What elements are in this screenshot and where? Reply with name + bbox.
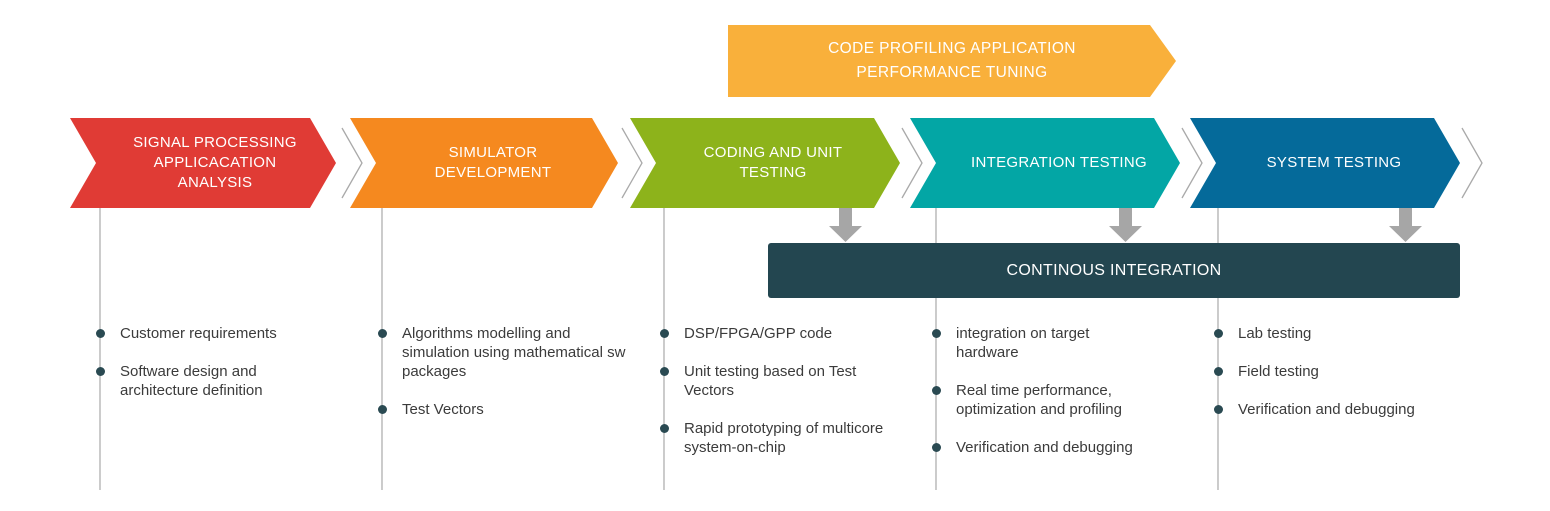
stage-4-list: integration on target hardware Real time… [932, 324, 1182, 476]
stage-1-line-3: ANALYSIS [177, 174, 253, 191]
separator-chevron-2 [621, 127, 643, 199]
list-item-text: Field testing [1238, 363, 1319, 380]
bullet-dot [660, 367, 669, 376]
list-item-text: Verification and debugging [1238, 401, 1415, 418]
bullet-dot [96, 367, 105, 376]
down-arrow-2 [1109, 208, 1142, 242]
list-item-text: Unit testing based on Test Vectors [684, 363, 857, 399]
list-item: Rapid prototyping of multicore system-on… [660, 419, 906, 457]
stage-2-label: SIMULATOR DEVELOPMENT [378, 118, 608, 208]
list-item: integration on target hardware [932, 324, 1152, 362]
list-item-text: Lab testing [1238, 325, 1312, 342]
list-item: Real time performance, optimization and … [932, 381, 1178, 419]
list-item: Customer requirements [96, 324, 346, 343]
banner-line-1: CODE PROFILING APPLICATION [828, 40, 1076, 57]
separator-chevron-1 [341, 127, 363, 199]
stage-2-line-2: DEVELOPMENT [434, 164, 552, 181]
list-item-text: Rapid prototyping of multicore system-on… [684, 420, 884, 456]
list-item: Unit testing based on Test Vectors [660, 362, 906, 400]
bullet-dot [378, 405, 387, 414]
stage-1-list: Customer requirements Software design an… [96, 324, 346, 419]
bullet-dot [378, 329, 387, 338]
bullet-dot [932, 443, 941, 452]
stage-4-label: INTEGRATION TESTING [940, 118, 1178, 208]
bullet-dot [932, 386, 941, 395]
stage-4-shape [910, 118, 1180, 208]
stage-3-line-2: TESTING [739, 164, 807, 181]
list-item: DSP/FPGA/GPP code [660, 324, 910, 343]
stage-2-line-1: SIMULATOR [448, 144, 538, 161]
list-item-text: integration on target hardware [956, 325, 1090, 361]
stage-1-shape [70, 118, 336, 208]
list-item: Verification and debugging [932, 438, 1136, 457]
banner-label: CODE PROFILING APPLICATION PERFORMANCE T… [728, 25, 1176, 97]
stage-3-list: DSP/FPGA/GPP code Unit testing based on … [660, 324, 910, 476]
list-item-text: Software design and architecture definit… [120, 363, 263, 399]
list-item: Software design and architecture definit… [96, 362, 316, 400]
list-item-text: Test Vectors [402, 401, 484, 418]
list-item: Field testing [1214, 362, 1474, 381]
stage-3-line-1: CODING AND UNIT [703, 144, 843, 161]
stage-1-line-1: SIGNAL PROCESSING [133, 134, 297, 151]
stage-1-line-2: APPLICACATION [153, 154, 277, 171]
separator-chevron-3 [901, 127, 923, 199]
banner-shape [728, 25, 1176, 97]
bullet-dot [1214, 367, 1223, 376]
stage-3-shape [630, 118, 900, 208]
list-item-text: Verification and debugging [956, 439, 1133, 456]
list-item: Algorithms modelling and simulation usin… [378, 324, 638, 381]
stage-5-shape [1190, 118, 1460, 208]
list-item-text: Algorithms modelling and simulation usin… [402, 325, 626, 380]
bullet-dot [1214, 329, 1223, 338]
stage-4-line-1: INTEGRATION TESTING [971, 154, 1147, 171]
list-item-text: Real time performance, optimization and … [956, 382, 1122, 418]
bullet-dot [932, 329, 941, 338]
stage-3-label: CODING AND UNIT TESTING [658, 118, 888, 208]
list-item-text: DSP/FPGA/GPP code [684, 325, 833, 342]
stage-2-shape [350, 118, 618, 208]
list-item: Verification and debugging [1214, 400, 1474, 419]
stage-5-line-1: SYSTEM TESTING [1266, 154, 1402, 171]
stage-5-list: Lab testing Field testing Verification a… [1214, 324, 1474, 438]
list-item-text: Customer requirements [120, 325, 277, 342]
ci-bar [768, 243, 1460, 298]
banner-line-2: PERFORMANCE TUNING [856, 64, 1048, 81]
separator-chevron-5 [1461, 127, 1483, 199]
list-item: Test Vectors [378, 400, 638, 419]
list-item: Lab testing [1214, 324, 1474, 343]
ci-label: CONTINOUS INTEGRATION [1006, 261, 1222, 279]
bullet-dot [660, 329, 669, 338]
bullet-dot [660, 424, 669, 433]
stage-2-list: Algorithms modelling and simulation usin… [378, 324, 638, 438]
bullet-dot [1214, 405, 1223, 414]
bullet-dot [96, 329, 105, 338]
stage-5-label: SYSTEM TESTING [1218, 118, 1450, 208]
down-arrow-3 [1389, 208, 1422, 242]
separator-chevron-4 [1181, 127, 1203, 199]
stage-1-label: SIGNAL PROCESSING APPLICACATION ANALYSIS [100, 118, 330, 208]
down-arrow-1 [829, 208, 862, 242]
